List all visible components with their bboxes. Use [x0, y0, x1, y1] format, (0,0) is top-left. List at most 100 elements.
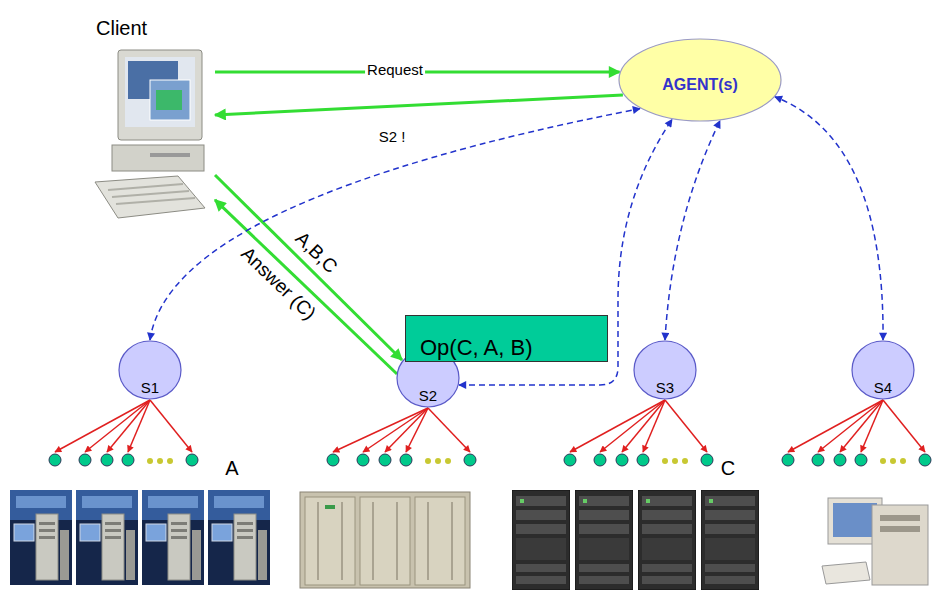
worker-node	[186, 454, 198, 466]
screen	[125, 57, 195, 127]
worker-node	[594, 454, 606, 466]
worker-wire	[622, 400, 665, 452]
screen	[833, 503, 877, 537]
window	[150, 80, 190, 120]
ellipsis-dot	[890, 458, 896, 464]
worker-wire	[363, 408, 428, 452]
worker-wire	[883, 400, 925, 452]
worker-wire	[150, 400, 192, 452]
panel	[305, 497, 355, 585]
window	[156, 90, 182, 110]
status-link	[665, 121, 720, 340]
worker-node	[122, 454, 134, 466]
worker-node	[616, 454, 628, 466]
worker-node	[919, 454, 931, 466]
monitor	[118, 50, 202, 140]
edge-label: A,B,C	[289, 227, 342, 279]
data-label: A	[225, 457, 238, 479]
worker-wire	[818, 400, 883, 452]
worker-nodes	[49, 400, 931, 466]
client-label: Client	[96, 17, 147, 40]
worker-wire	[600, 400, 665, 452]
ellipsis-dot	[662, 458, 668, 464]
panel	[360, 497, 410, 585]
base-unit	[112, 145, 204, 171]
worker-wire	[128, 400, 150, 452]
worker-node	[49, 454, 61, 466]
ellipsis-dot	[157, 458, 163, 464]
server-label: S4	[874, 379, 892, 396]
agent-shape	[619, 39, 781, 121]
ellipsis-dot	[682, 458, 688, 464]
edge-label: Request	[365, 62, 425, 79]
server-shape	[119, 341, 181, 399]
worker-node	[79, 454, 91, 466]
worker-node	[812, 454, 824, 466]
key-rows	[108, 184, 195, 204]
edge-label: S2 !	[377, 129, 408, 146]
server-label: S1	[141, 379, 159, 396]
ellipsis-dot	[445, 458, 451, 464]
ellipsis-dot	[167, 458, 173, 464]
worker-wire	[861, 400, 883, 452]
ellipsis-dot	[147, 458, 153, 464]
tower	[872, 505, 928, 585]
worker-node	[782, 454, 794, 466]
workstation	[208, 490, 270, 585]
ellipsis-dot	[425, 458, 431, 464]
worker-node	[637, 454, 649, 466]
client-node: Client	[90, 15, 215, 230]
worker-node	[327, 454, 339, 466]
status-link	[775, 97, 883, 340]
worker-node	[101, 454, 113, 466]
cabinet	[300, 492, 470, 588]
client-computer	[95, 50, 205, 218]
server-label: S2	[419, 387, 437, 404]
worker-node	[379, 454, 391, 466]
worker-node	[400, 454, 412, 466]
worker-node	[357, 454, 369, 466]
worker-node	[855, 454, 867, 466]
worker-wire	[406, 408, 428, 452]
cluster-machine	[300, 492, 470, 588]
drive-slot	[150, 153, 190, 157]
drive-slot	[880, 515, 920, 521]
workstation	[76, 490, 138, 585]
status-light	[325, 505, 335, 509]
message-arrow	[215, 200, 397, 374]
worker-node	[564, 454, 576, 466]
server-shape	[397, 349, 459, 407]
worker-node	[464, 454, 476, 466]
server-shape	[634, 341, 696, 399]
worker-wire	[665, 400, 707, 452]
worker-wire	[55, 400, 150, 452]
message-arrow	[215, 95, 623, 115]
panel-lines	[318, 502, 452, 580]
server-circle: S3	[633, 340, 697, 400]
worker-node	[701, 454, 713, 466]
keyboard	[822, 562, 870, 584]
status-link	[150, 109, 640, 340]
worker-wire	[85, 400, 150, 452]
worker-wire	[570, 400, 665, 452]
worker-wire	[428, 408, 470, 452]
ellipsis-dot	[435, 458, 441, 464]
rack	[512, 490, 570, 590]
worker-wire	[333, 408, 428, 452]
data-label: C	[721, 457, 735, 479]
server-shape	[852, 341, 914, 399]
ellipsis-dot	[880, 458, 886, 464]
server-circle: S4	[851, 340, 915, 400]
ellipsis-dot	[672, 458, 678, 464]
rack-servers	[512, 490, 759, 590]
server-circle: S1	[118, 340, 182, 400]
rack	[638, 490, 696, 590]
worker-wire	[643, 400, 665, 452]
worker-wire	[840, 400, 883, 452]
workstations	[10, 490, 270, 585]
message-arrow	[215, 175, 402, 360]
rack	[575, 490, 633, 590]
server-label: S3	[656, 379, 674, 396]
